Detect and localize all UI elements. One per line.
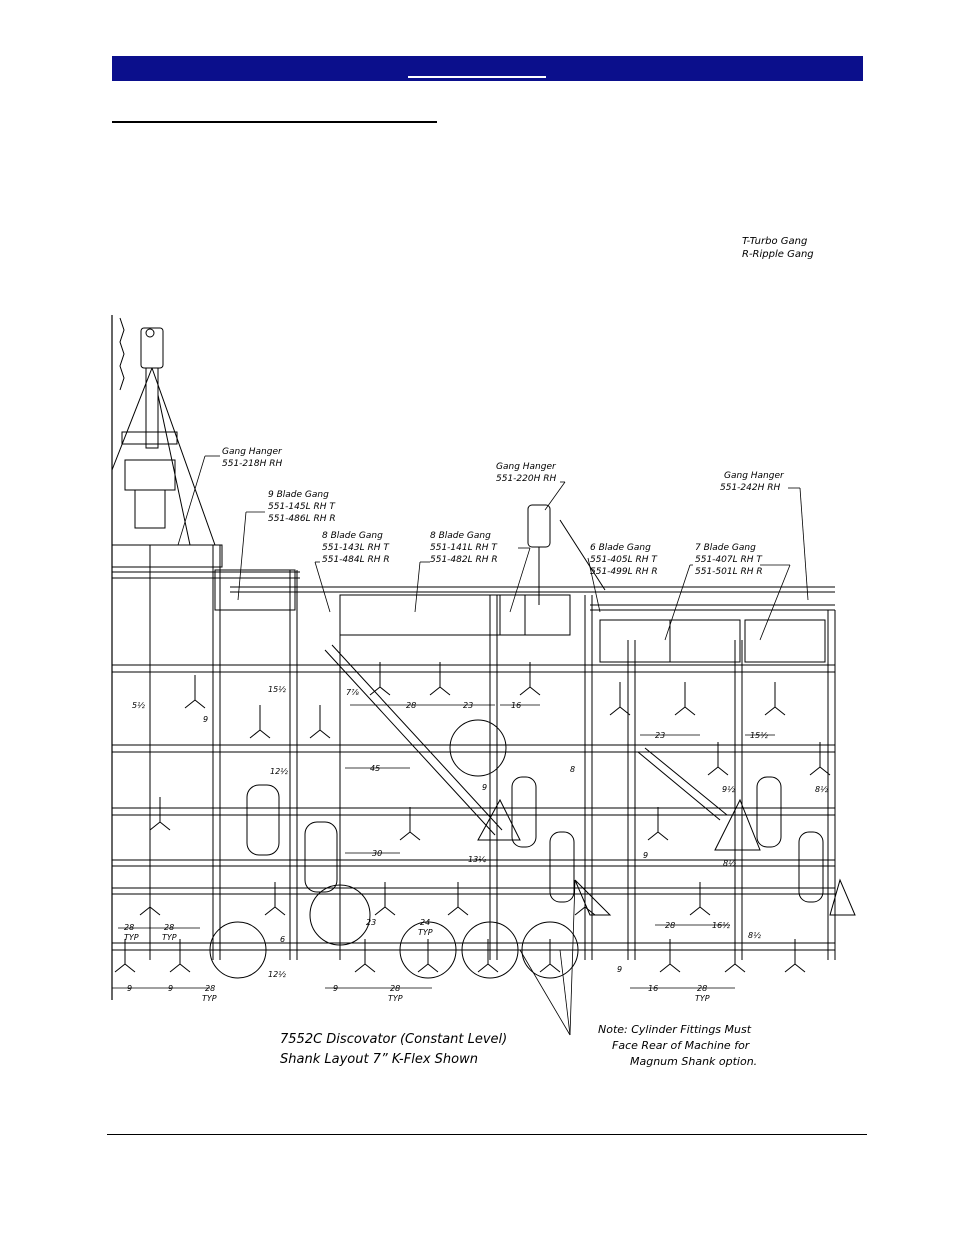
callout-gang-hanger-mid: Gang Hanger 551-220H RH	[496, 462, 557, 484]
safety-chain	[119, 317, 125, 391]
callout-text: 551-501L RH R	[695, 567, 763, 577]
note-line-3: Magnum Shank option.	[630, 1055, 757, 1068]
dimension-label: 23	[655, 731, 665, 740]
dimension-label: 24	[420, 918, 430, 927]
dimension-label: 16	[511, 701, 521, 710]
callout-8-blade-gang-a: 8 Blade Gang 551-143L RH T 551-484L RH R	[322, 531, 390, 565]
callout-text: 551-143L RH T	[322, 543, 390, 553]
dimension-label: 9	[203, 715, 208, 724]
dimension-label: 12½	[270, 767, 288, 776]
dimension-label: 9½	[722, 785, 735, 794]
callout-text: 551-145L RH T	[268, 502, 336, 512]
dimension-label: 5½	[132, 701, 145, 710]
callout-text: 9 Blade Gang	[268, 490, 329, 500]
dimension-label: 6	[280, 935, 285, 944]
legend-ripple: R-Ripple Gang	[742, 249, 814, 260]
dimension-label: 8	[570, 765, 575, 774]
dimension-lines	[112, 704, 775, 989]
caption-line-2: Shank Layout 7” K-Flex Shown	[280, 1052, 478, 1067]
dimension-label: 8½	[815, 785, 828, 794]
dimension-label: 30	[372, 849, 382, 858]
cylinder-note: Note: Cylinder Fittings Must Face Rear o…	[598, 1023, 757, 1068]
dimension-label: 15½	[750, 731, 768, 740]
callout-gang-hanger-right: Gang Hanger 551-242H RH	[720, 471, 785, 493]
callout-9-blade-gang: 9 Blade Gang 551-145L RH T 551-486L RH R	[268, 490, 336, 524]
dimension-label: 23	[463, 701, 473, 710]
gang-legend: T-Turbo Gang R-Ripple Gang	[742, 235, 814, 261]
callout-8-blade-gang-b: 8 Blade Gang 551-141L RH T 551-482L RH R	[430, 531, 498, 565]
legend-turbo: T-Turbo Gang	[742, 236, 808, 247]
dimension-label: 9	[643, 851, 648, 860]
dimension-label: 9	[333, 984, 338, 993]
dimension-label: 8½	[748, 931, 761, 940]
dimension-label: 16	[648, 984, 658, 993]
callout-text: Gang Hanger	[222, 447, 283, 457]
leader-lines	[177, 455, 809, 1036]
header-title-underline	[408, 76, 546, 78]
dimension-label: 28	[205, 984, 215, 993]
drawing-caption: 7552C Discovator (Constant Level) Shank …	[280, 1032, 507, 1067]
note-line-1: Note: Cylinder Fittings Must	[598, 1023, 752, 1036]
machine-frame	[111, 315, 856, 1000]
dimension-labels: 15½ 5½ 9 7⅞ 28 23 16 23 15½ 45 12½ 8 9 9…	[124, 685, 828, 979]
dimension-label: TYP	[162, 933, 177, 942]
shank-sweeps	[114, 662, 831, 973]
callout-text: 551-405L RH T	[590, 555, 658, 565]
dimension-label: 23	[366, 918, 376, 927]
callout-text: 551-220H RH	[496, 474, 556, 484]
dimension-label: TYP	[418, 928, 433, 937]
section-heading-rule	[112, 121, 437, 123]
dimension-label: 28	[697, 984, 707, 993]
dimension-label: 7⅞	[346, 688, 359, 697]
dimension-label: 12½	[268, 970, 286, 979]
dimension-label: TYP	[202, 994, 217, 1003]
callout-text: 551-482L RH R	[430, 555, 498, 565]
dimension-label: TYP	[388, 994, 403, 1003]
dimension-label: 13¼	[468, 855, 486, 864]
callout-text: 7 Blade Gang	[695, 543, 756, 553]
dimension-label: TYP	[695, 994, 710, 1003]
dimension-label: 9	[617, 965, 622, 974]
dimension-label: TYP	[124, 933, 139, 942]
footer-rule	[107, 1134, 867, 1135]
dimension-label: 28	[164, 923, 174, 932]
dimension-label: 9	[127, 984, 132, 993]
callout-text: Gang Hanger	[496, 462, 557, 472]
callout-text: 8 Blade Gang	[430, 531, 491, 541]
callout-text: 551-242H RH	[720, 483, 780, 493]
callout-text: 8 Blade Gang	[322, 531, 383, 541]
callout-text: 551-486L RH R	[268, 514, 336, 524]
callout-text: Gang Hanger	[724, 471, 785, 481]
callout-text: 551-407L RH T	[695, 555, 763, 565]
dimension-label: 8½	[723, 859, 736, 868]
dimension-label: 28	[124, 923, 134, 932]
callout-text: 551-218H RH	[222, 459, 282, 469]
callout-text: 551-484L RH R	[322, 555, 390, 565]
callout-text: 551-141L RH T	[430, 543, 498, 553]
dimension-label: 15½	[268, 685, 286, 694]
dimension-label: 16½	[712, 921, 730, 930]
callout-6-blade-gang: 6 Blade Gang 551-405L RH T 551-499L RH R	[590, 543, 658, 577]
dimension-label: 28	[390, 984, 400, 993]
callout-text: 6 Blade Gang	[590, 543, 651, 553]
caption-line-1: 7552C Discovator (Constant Level)	[280, 1032, 507, 1047]
callout-text: 551-499L RH R	[590, 567, 658, 577]
dimension-label: 28	[665, 921, 675, 930]
dimension-label: 45	[370, 764, 380, 773]
dimension-label: 9	[168, 984, 173, 993]
callout-gang-hanger-left: Gang Hanger 551-218H RH	[222, 447, 283, 469]
callout-7-blade-gang: 7 Blade Gang 551-407L RH T 551-501L RH R	[695, 543, 763, 577]
note-line-2: Face Rear of Machine for	[612, 1039, 751, 1052]
dimension-label: 28	[406, 701, 416, 710]
bottom-dimension-row: 9 9 28 TYP 9 28 TYP 9 16 28 TYP	[127, 965, 710, 1003]
dimension-label: 9	[482, 783, 487, 792]
